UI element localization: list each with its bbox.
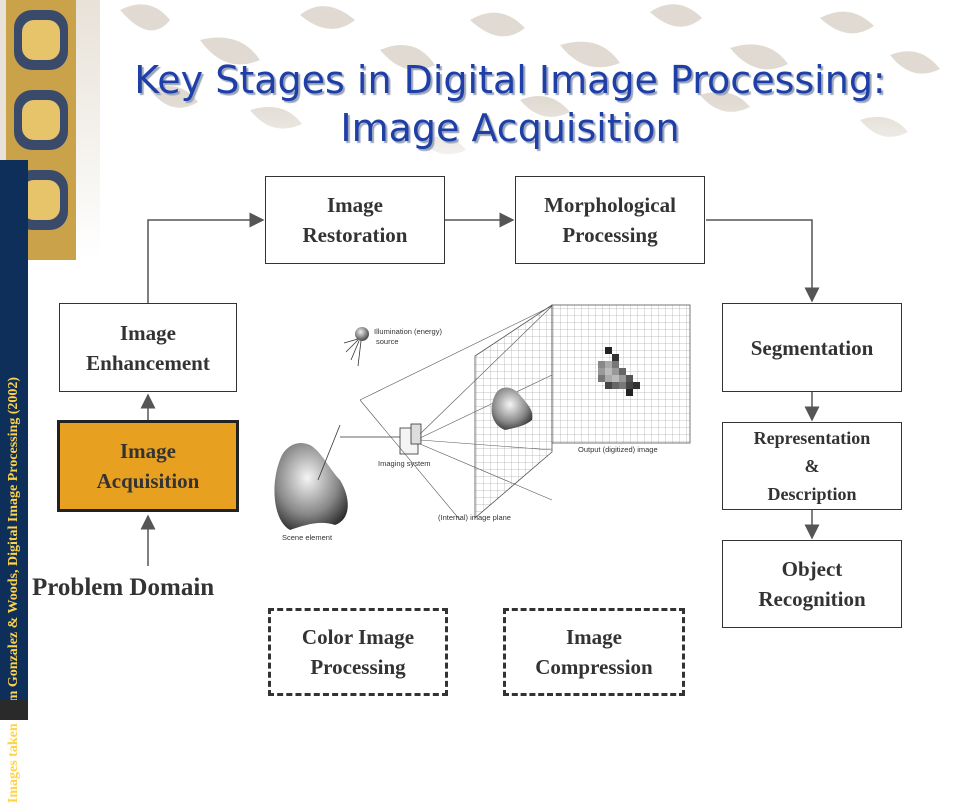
digitized-object [598, 347, 640, 396]
stage-segmentation: Segmentation [722, 303, 902, 392]
illumination-source-icon [355, 327, 369, 341]
arrow-enhancement-to-restoration [147, 212, 265, 303]
scene-element-label: Scene element [282, 533, 333, 542]
page-title-line1: Key Stages in Digital Image Processing: [134, 58, 886, 102]
stage-morphological-processing: Morphological Processing [515, 176, 705, 264]
image-plane-label: (Internal) image plane [438, 513, 511, 522]
stage-color-image-processing: Color Image Processing [268, 608, 448, 696]
scene-element-shape [274, 443, 348, 530]
page-title-line2: Image Acquisition [340, 106, 680, 150]
stage-representation-description: Representation & Description [722, 422, 902, 510]
credit-sidebar: Images taken from Gonzalez & Woods, Digi… [0, 160, 28, 803]
imaging-system-label: Imaging system [378, 459, 431, 468]
output-image-label: Output (digitized) image [578, 445, 658, 454]
illumination-source-label: source [376, 337, 399, 346]
stage-image-compression: Image Compression [503, 608, 685, 696]
stage-image-acquisition: Image Acquisition [57, 420, 239, 512]
stage-object-recognition: Object Recognition [722, 540, 902, 628]
problem-domain-label: Problem Domain [32, 574, 215, 601]
arrow-morphological-to-segmentation [706, 219, 820, 303]
illumination-label: Illumination (energy) [374, 327, 442, 336]
projected-object [491, 387, 533, 430]
corner-logo [0, 700, 28, 720]
stage-image-enhancement: Image Enhancement [59, 303, 237, 392]
stage-image-restoration: Image Restoration [265, 176, 445, 264]
acquisition-illustration: Illumination (energy) source Scene eleme… [274, 304, 691, 542]
flow-arrows [140, 212, 820, 566]
